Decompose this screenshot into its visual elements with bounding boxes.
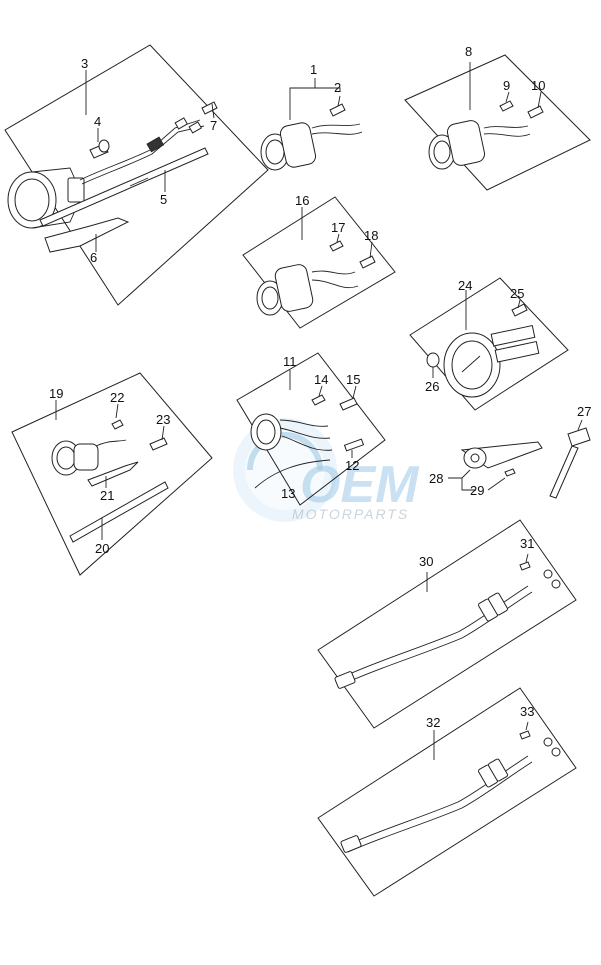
group-19-box <box>11 372 213 576</box>
group-24-box <box>409 277 569 411</box>
callout-12: 12 <box>345 458 359 473</box>
watermark-sub: MOTORPARTS <box>292 506 409 522</box>
callout-29: 29 <box>470 483 484 498</box>
group-27-29-parts <box>448 419 591 499</box>
callout-24: 24 <box>458 278 472 293</box>
callout-10: 10 <box>531 78 545 93</box>
callout-8: 8 <box>465 44 472 59</box>
callout-14: 14 <box>314 372 328 387</box>
callout-1: 1 <box>310 62 317 77</box>
callout-19: 19 <box>49 386 63 401</box>
callout-32: 32 <box>426 715 440 730</box>
callout-7: 7 <box>210 118 217 133</box>
callout-33: 33 <box>520 704 534 719</box>
group-3-box <box>4 44 269 306</box>
callout-28: 28 <box>429 471 443 486</box>
callout-21: 21 <box>100 488 114 503</box>
callout-15: 15 <box>346 372 360 387</box>
callout-20: 20 <box>95 541 109 556</box>
callout-31: 31 <box>520 536 534 551</box>
watermark-brand: OEM <box>300 456 420 514</box>
group-1-parts <box>260 78 363 171</box>
callout-labels: 1 2 3 4 5 6 7 8 9 10 11 12 13 14 15 16 1… <box>49 44 591 730</box>
callout-3: 3 <box>81 56 88 71</box>
callout-2: 2 <box>334 80 341 95</box>
group-32-box <box>317 687 577 897</box>
callout-16: 16 <box>295 193 309 208</box>
callout-6: 6 <box>90 250 97 265</box>
callout-13: 13 <box>281 486 295 501</box>
callout-4: 4 <box>94 114 101 129</box>
group-11-frame <box>236 352 386 506</box>
group-8-frame <box>404 54 591 191</box>
callout-22: 22 <box>110 390 124 405</box>
group-11-box <box>236 352 386 506</box>
group-30-frame <box>317 519 577 729</box>
callout-27: 27 <box>577 404 591 419</box>
callout-5: 5 <box>160 192 167 207</box>
callout-25: 25 <box>510 286 524 301</box>
group-19-frame <box>11 372 213 576</box>
callout-18: 18 <box>364 228 378 243</box>
callout-11: 11 <box>283 354 297 369</box>
group-3-frame <box>4 44 269 306</box>
group-16-box <box>242 196 396 329</box>
group-32-frame <box>317 687 577 897</box>
callout-9: 9 <box>503 78 510 93</box>
callout-30: 30 <box>419 554 433 569</box>
group-8-box <box>404 54 591 191</box>
group-30-box <box>317 519 577 729</box>
callout-26: 26 <box>425 379 439 394</box>
callout-23: 23 <box>156 412 170 427</box>
callout-17: 17 <box>331 220 345 235</box>
